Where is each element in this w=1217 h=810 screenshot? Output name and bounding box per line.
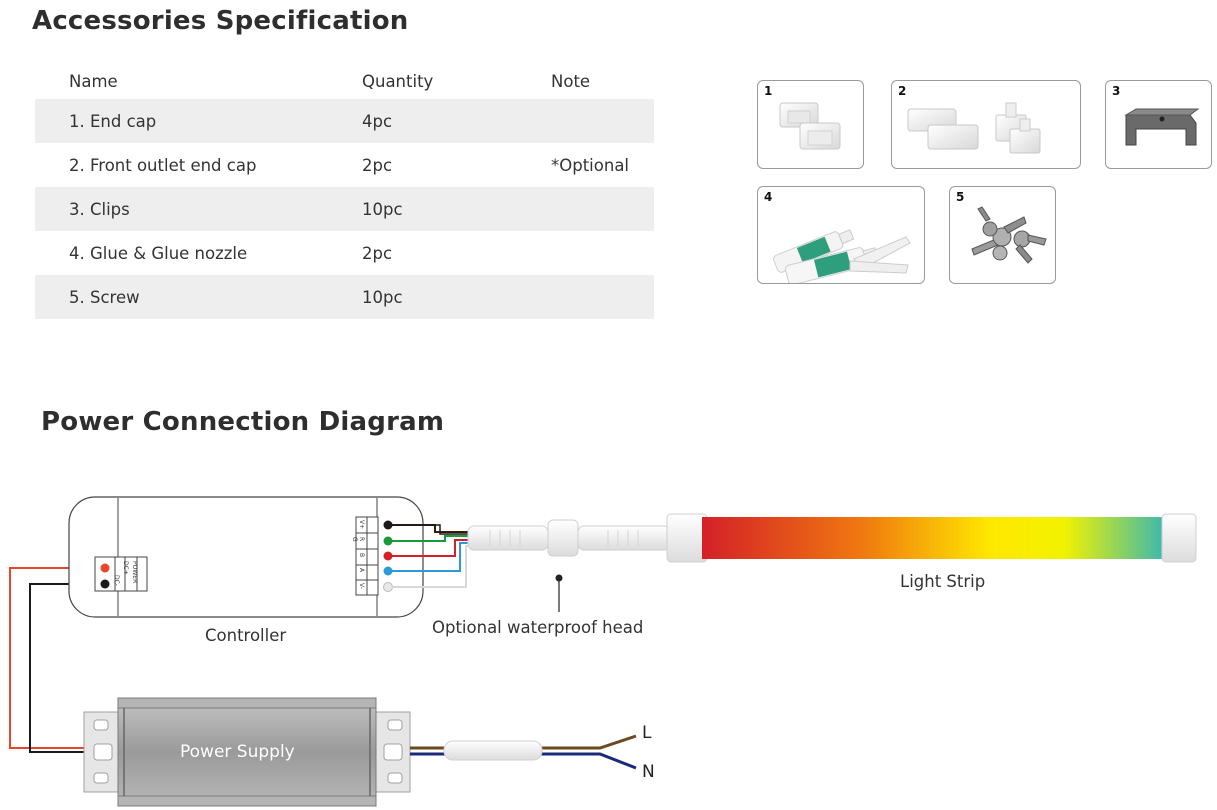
v-plus-label: V+: [358, 520, 365, 530]
table-row: 5. Screw 10pc: [35, 275, 654, 319]
front-outlet-end-cap-icon: [907, 102, 1041, 154]
row-name: 5. Screw: [35, 275, 362, 319]
row-quantity: 4pc: [362, 99, 551, 143]
row-quantity: 2pc: [362, 155, 393, 175]
controller-label: Controller: [205, 626, 287, 645]
row-note: [551, 275, 654, 319]
row-note: [551, 187, 654, 231]
clip-icon: [1124, 108, 1200, 146]
row-note: *Optional: [551, 155, 630, 175]
column-header-quantity: Quantity: [362, 72, 434, 91]
accessory-image-3: 3: [1105, 80, 1212, 169]
row-name: 3. Clips: [35, 187, 362, 231]
line-n-label: N: [642, 762, 655, 782]
accessory-number: 5: [956, 190, 965, 204]
g-label: G: [351, 537, 358, 542]
row-name: 4. Glue & Glue nozzle: [69, 243, 248, 263]
accessories-title: Accessories Specification: [32, 6, 409, 36]
accessories-table: Name Quantity Note 1. End cap 4pc 2. Fro…: [35, 64, 654, 319]
accessory-image-1: 1: [757, 80, 864, 169]
glue-tube-icon: [773, 229, 911, 283]
dc-plus-label: DC+: [122, 561, 129, 575]
dc-plus-terminal: [100, 563, 110, 573]
r-label: R: [358, 537, 365, 542]
accessory-number: 2: [898, 84, 907, 98]
row-name: 2. Front outlet end cap: [69, 155, 257, 175]
accessory-image-4: 4: [757, 186, 925, 284]
row-quantity: 10pc: [362, 275, 551, 319]
column-header-note: Note: [551, 72, 591, 91]
end-cap-icon: [779, 102, 841, 150]
power-supply: [83, 697, 411, 807]
waterproof-connector: [467, 519, 671, 557]
column-header-name: Name: [69, 72, 118, 91]
power-supply-label: Power Supply: [180, 742, 295, 762]
table-header-row: Name Quantity Note: [35, 64, 654, 99]
row-note: [551, 99, 654, 143]
dc-plus-wire: [9, 567, 118, 749]
table-row: 1. End cap 4pc: [35, 99, 654, 143]
accessory-number: 3: [1112, 84, 1121, 98]
table-row: 4. Glue & Glue nozzle 2pc: [35, 231, 654, 275]
dc-minus-wire: [29, 583, 118, 753]
strip-label: Light Strip: [900, 572, 986, 591]
row-name: 1. End cap: [35, 99, 362, 143]
v-minus-label: V-: [358, 583, 365, 589]
b-label: B: [358, 553, 365, 558]
dc-minus-label: DC-: [113, 575, 120, 586]
diagram-title: Power Connection Diagram: [41, 407, 445, 437]
table-row: 2. Front outlet end cap 2pc *Optional: [35, 143, 654, 187]
accessory-image-5: 5: [949, 186, 1056, 284]
accessory-number: 4: [764, 190, 773, 204]
row-quantity: 10pc: [362, 187, 551, 231]
a-label: A: [358, 568, 365, 573]
accessory-image-2: 2: [891, 80, 1081, 169]
waterproof-label: Optional waterproof head: [432, 618, 644, 637]
dc-minus-terminal: [100, 579, 110, 589]
row-quantity: 2pc: [362, 243, 393, 263]
accessory-number: 1: [764, 84, 773, 98]
screw-icon: [971, 206, 1047, 264]
table-row: 3. Clips 10pc: [35, 187, 654, 231]
power-port-label: POWER: [131, 561, 138, 584]
light-strip: [666, 513, 1197, 563]
line-l-label: L: [642, 723, 652, 743]
